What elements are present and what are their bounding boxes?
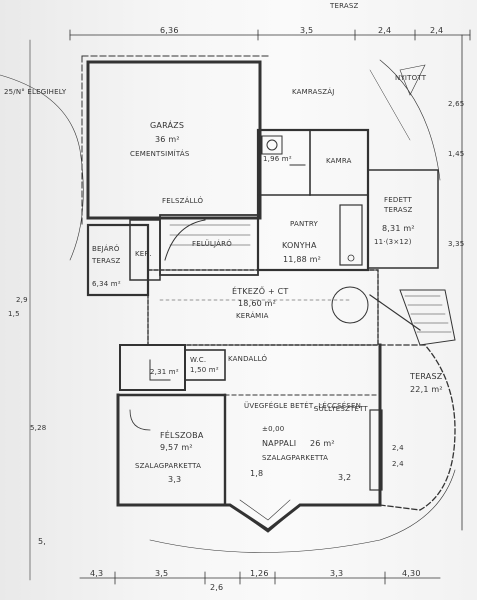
ker-label: KER. [135, 250, 152, 258]
covered-terrace-sub: 11·(3×12) [374, 238, 412, 246]
top-terrace-label: TERASZ [330, 2, 359, 10]
wc-area: 1,50 m² [190, 366, 219, 374]
dim-room-5: 2,4 [392, 460, 404, 468]
kamra-area: 1,96 m² [263, 155, 292, 163]
kitchen-name: KONYHA [282, 241, 317, 250]
dim-top-1: 6,36 [160, 26, 179, 35]
dining-area: 18,60 m² [238, 299, 277, 308]
parking-label: 25/N° ELEGIHELY [4, 88, 67, 96]
pantry-label: PANTRY [290, 220, 318, 228]
dim-side-1: 1,5 [8, 310, 20, 318]
dim-side-5: 1,45 [448, 150, 465, 158]
dim-bottom-5: 3,3 [330, 569, 344, 578]
sunken-note: SÜLLYESZTETT [314, 405, 368, 413]
hall-label: FELÜLJÁRÓ [192, 240, 232, 248]
covered-terrace-name2: TERASZ [384, 206, 413, 214]
stair-up-label: FELSZÁLLÓ [162, 197, 204, 205]
bedroom-name: FÉLSZOBA [160, 431, 204, 440]
dim-top-3: 2,4 [378, 26, 392, 35]
dim-top-4: 2,4 [430, 26, 444, 35]
dim-side-6: 2,65 [448, 100, 465, 108]
garage-area: 36 m² [155, 135, 180, 144]
terrace-outline [379, 344, 456, 511]
wc-label: W.C. [190, 356, 207, 364]
kitchen-area: 11,88 m² [283, 255, 322, 264]
living-name: NAPPALI [262, 439, 297, 448]
garage-floor: CEMENTSIMÍTÁS [130, 150, 190, 158]
terrace-area: 22,1 m² [410, 385, 443, 394]
fireplace-label: KANDALLÓ [228, 355, 268, 363]
kamraszaj-label: KAMRASZÁJ [292, 88, 335, 96]
glass-note: ÜVEGFÉGLE BETÉT, LÉCCSÉSEN [244, 402, 362, 410]
covered-terrace-area: 8,31 m² [382, 224, 415, 233]
dining-floor: KERÁMIA [236, 312, 269, 320]
living-level: ±0,00 [262, 425, 285, 433]
dim-bottom-3: 2,6 [210, 583, 224, 592]
garage-walls [86, 60, 262, 220]
front-terrace-name: BEJÁRÓ [92, 245, 120, 253]
dim-bottom-1: 4,3 [90, 569, 104, 578]
front-terrace-area: 6,34 m² [92, 280, 121, 288]
dim-side-4: 3,35 [448, 240, 465, 248]
bedroom-area: 9,57 m² [160, 443, 193, 452]
living-area: 26 m² [310, 439, 335, 448]
kamra-label: KAMRA [326, 157, 352, 165]
bedroom-floor: SZALAGPARKETTA [135, 462, 202, 470]
entry-walls [86, 223, 150, 297]
dim-room-2: 1,8 [250, 469, 264, 478]
dining-table [331, 286, 369, 324]
living-floor: SZALAGPARKETTA [262, 454, 329, 462]
dim-side-3: 2,9 [16, 296, 28, 304]
dim-room-1: 3,3 [168, 475, 182, 484]
nyitott-label: NYITOTT [395, 74, 427, 82]
dining-area-walls [147, 269, 379, 346]
dim-top-2: 3,5 [300, 26, 314, 35]
left-mark: 5, [38, 537, 47, 546]
covered-terrace-name: FEDETT [384, 196, 412, 204]
dim-room-3: 3,2 [338, 473, 352, 482]
dim-bottom-4: 1,26 [250, 569, 269, 578]
dining-name: ÉTKEZŐ + CT [232, 287, 289, 296]
dim-room-4: 2,4 [392, 444, 404, 452]
garage-name: GARÁZS [150, 121, 185, 130]
dim-bottom-2: 3,5 [155, 569, 169, 578]
lift-area: 2,31 m² [150, 368, 179, 376]
dim-bottom-6: 4,30 [402, 569, 421, 578]
dim-side-2: 5,28 [30, 424, 47, 432]
front-terrace-name2: TERASZ [92, 257, 121, 265]
terrace-name: TERASZ [410, 372, 443, 381]
covered-terrace-walls [367, 169, 439, 269]
